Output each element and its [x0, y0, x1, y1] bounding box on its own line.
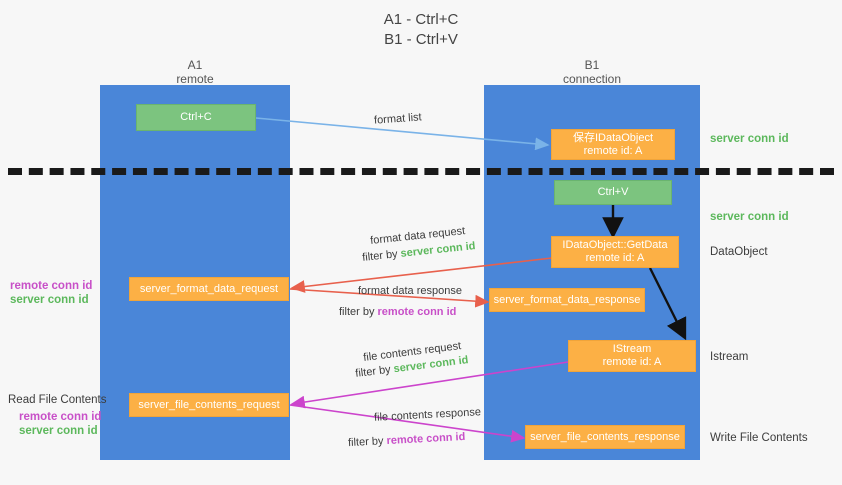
left-label-remote-conn-id-1: remote conn id: [10, 280, 93, 292]
right-label-server-conn-id-mid: server conn id: [710, 211, 789, 223]
lane-header-a1: A1 remote: [100, 58, 290, 86]
lane-header-b1: B1 connection: [484, 58, 700, 86]
filter-value-remote-conn-id-1: remote conn id: [377, 306, 457, 318]
box-ctrl-c[interactable]: Ctrl+C: [136, 104, 256, 131]
box-getdata-line2: remote id: A: [585, 252, 645, 264]
box-getdata-line1: IDataObject::GetData: [562, 239, 668, 251]
filter-prefix-4: filter by: [347, 435, 387, 450]
box-server-file-contents-response[interactable]: server_file_contents_response: [525, 425, 685, 449]
box-istream-line1: IStream: [612, 343, 652, 355]
lane-b1-sub: connection: [562, 72, 622, 86]
box-server-file-contents-request-label: server_file_contents_request: [138, 398, 280, 411]
right-label-write-file-contents: Write File Contents: [710, 432, 808, 444]
filter-prefix-2: filter by: [339, 306, 378, 318]
filter-value-remote-conn-id-2: remote conn id: [386, 430, 466, 448]
edge-label-format-list: format list: [373, 111, 423, 127]
phase-divider: [8, 168, 834, 175]
page-title: A1 - Ctrl+C B1 - Ctrl+V: [0, 10, 842, 50]
title-line-2: B1 - Ctrl+V: [384, 31, 458, 48]
box-save-idataobject-line1: 保存IDataObject: [572, 131, 654, 144]
box-ctrl-c-label: Ctrl+C: [180, 111, 212, 123]
box-server-file-contents-request[interactable]: server_file_contents_request: [129, 393, 289, 417]
lane-a1-sub: remote: [176, 72, 214, 86]
right-label-server-conn-id-top: server conn id: [710, 133, 789, 145]
left-label-remote-conn-id-2: remote conn id: [19, 411, 102, 423]
box-ctrl-v-label: Ctrl+V: [597, 186, 629, 198]
box-server-format-data-response[interactable]: server_format_data_response: [489, 288, 645, 312]
filter-prefix-1: filter by: [361, 247, 402, 264]
filter-prefix-3: filter by: [354, 363, 395, 380]
left-label-read-file-contents: Read File Contents: [8, 394, 107, 406]
box-istream-line2: remote id: A: [602, 356, 662, 368]
box-save-idataobject-line2: remote id: A: [583, 144, 643, 157]
lane-a1-name: A1: [187, 58, 203, 72]
edge-label-format-data-response: format data response: [358, 285, 462, 297]
edge-label-file-contents-response: file contents response: [373, 406, 482, 424]
right-label-istream: Istream: [710, 351, 749, 363]
box-server-file-contents-response-label: server_file_contents_response: [530, 430, 680, 443]
box-istream[interactable]: IStream remote id: A: [568, 340, 696, 372]
edge-label-file-contents-response-filter: filter by remote conn id: [348, 430, 466, 450]
left-label-server-conn-id-1: server conn id: [10, 294, 89, 306]
title-line-1: A1 - Ctrl+C: [383, 11, 459, 28]
left-label-server-conn-id-2: server conn id: [19, 425, 98, 437]
box-ctrl-v[interactable]: Ctrl+V: [554, 180, 672, 205]
box-save-idataobject[interactable]: 保存IDataObject remote id: A: [551, 129, 675, 160]
box-server-format-data-request[interactable]: server_format_data_request: [129, 277, 289, 301]
box-server-format-data-response-label: server_format_data_response: [493, 293, 641, 306]
box-idataobject-getdata[interactable]: IDataObject::GetData remote id: A: [551, 236, 679, 268]
box-server-format-data-request-label: server_format_data_request: [139, 282, 279, 295]
right-label-dataobject: DataObject: [710, 246, 768, 258]
edge-label-format-data-response-filter: filter by remote conn id: [339, 305, 456, 319]
lane-b1-name: B1: [584, 58, 600, 72]
